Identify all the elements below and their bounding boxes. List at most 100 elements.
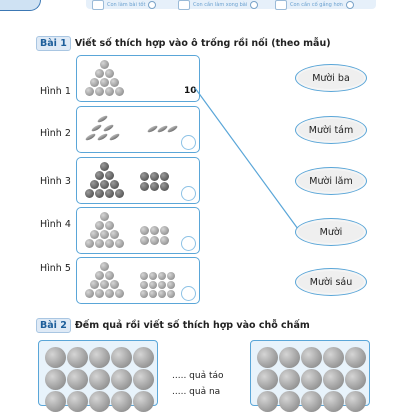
apple-icon <box>45 369 66 390</box>
apple-icon <box>133 347 154 368</box>
word-oval-5[interactable]: Mười sáu <box>295 268 367 296</box>
fruit-icon <box>149 272 157 280</box>
fruit-icon <box>110 230 119 239</box>
answer-circle-2[interactable] <box>181 135 196 150</box>
apple-icon <box>111 391 132 412</box>
thumb-icon <box>92 0 104 10</box>
apple-icon <box>111 369 132 390</box>
fruit-icon <box>85 289 94 298</box>
fruit-icon <box>115 239 124 248</box>
word-oval-3[interactable]: Mười lăm <box>295 167 367 195</box>
fruit-icon <box>105 87 114 96</box>
fruit-icon <box>150 182 159 191</box>
fruit-icon <box>100 230 109 239</box>
fruit-icon <box>95 271 104 280</box>
eval-label: Con cần cố gắng hơn <box>290 1 343 8</box>
fruit-icon <box>90 180 99 189</box>
answer-circle-3[interactable] <box>181 186 196 201</box>
fruit-icon <box>95 289 104 298</box>
custard-apple-icon <box>257 369 278 390</box>
custard-apple-icon <box>323 391 344 412</box>
fruit-icon <box>160 226 169 235</box>
apple-icon <box>89 369 110 390</box>
fruit-icon <box>90 230 99 239</box>
fruit-icon <box>150 226 159 235</box>
eval-checkbox[interactable] <box>148 0 157 9</box>
fruit-icon <box>95 87 104 96</box>
fruit-icon <box>140 172 149 181</box>
row-label-5: Hình 5 <box>40 263 71 274</box>
fruit-icon <box>150 172 159 181</box>
fruit-icon <box>167 272 175 280</box>
custard-apple-icon <box>279 369 300 390</box>
fruit-group <box>85 162 193 200</box>
match-line <box>194 87 299 230</box>
fruit-icon <box>160 172 169 181</box>
custard-apple-icon <box>323 347 344 368</box>
fruit-icon <box>115 87 124 96</box>
row-label-4: Hình 4 <box>40 219 71 230</box>
custard-apple-icon <box>345 369 366 390</box>
picture-box-4 <box>76 207 200 254</box>
picture-box-3 <box>76 157 200 204</box>
fruit-icon <box>100 162 109 171</box>
eval-checkbox[interactable] <box>250 0 259 9</box>
custard-count-line[interactable]: ..... quả na <box>172 387 221 397</box>
apple-icon <box>133 369 154 390</box>
fruit-icon <box>140 236 149 245</box>
fruit-icon <box>140 226 149 235</box>
apple-icon <box>133 391 154 412</box>
custard-apple-icon <box>301 369 322 390</box>
custard-apple-panel <box>250 340 370 412</box>
book-icon <box>275 0 287 10</box>
exercise2-header: Bài 2 Đếm quả rồi viết số thích hợp vào … <box>36 318 310 333</box>
fruit-icon <box>95 221 104 230</box>
fruit-icon <box>95 171 104 180</box>
custard-apple-icon <box>279 347 300 368</box>
exercise2-tag: Bài 2 <box>36 318 71 333</box>
exercise1-instruction: Viết số thích hợp vào ô trống rồi nối (t… <box>74 38 331 49</box>
eval-label: Con làm bài tốt <box>107 1 146 8</box>
picture-box-1: 10 <box>76 55 200 102</box>
fruit-icon <box>85 239 94 248</box>
custard-apple-grid <box>255 345 366 412</box>
eval-item-good: Con làm bài tốt <box>92 0 157 10</box>
answer-circle-5[interactable] <box>181 286 196 301</box>
fruit-icon <box>115 289 124 298</box>
fruit-icon <box>100 262 109 271</box>
apple-icon <box>89 347 110 368</box>
word-oval-4[interactable]: Mười <box>295 218 367 246</box>
fruit-icon <box>167 290 175 298</box>
fruit-icon <box>100 60 109 69</box>
custard-apple-icon <box>301 391 322 412</box>
fruit-icon <box>95 69 104 78</box>
apple-icon <box>45 347 66 368</box>
eval-item-try: Con cần cố gắng hơn <box>275 0 354 10</box>
custard-apple-icon <box>345 391 366 412</box>
fruit-icon <box>110 78 119 87</box>
answer-box-1[interactable]: 10 <box>184 86 197 96</box>
apple-count-line[interactable]: ..... quả táo <box>172 371 224 381</box>
apple-icon <box>89 391 110 412</box>
custard-apple-icon <box>301 347 322 368</box>
fruit-icon <box>105 171 114 180</box>
answer-circle-4[interactable] <box>181 236 196 251</box>
row-label-1: Hình 1 <box>40 86 71 97</box>
word-oval-1[interactable]: Mười ba <box>295 64 367 92</box>
eval-checkbox[interactable] <box>345 0 354 9</box>
apple-icon <box>67 347 88 368</box>
fruit-icon <box>95 189 104 198</box>
word-oval-2[interactable]: Mười tám <box>295 116 367 144</box>
fruit-icon <box>105 221 114 230</box>
fruit-icon <box>95 239 104 248</box>
fruit-icon <box>140 182 149 191</box>
row-label-3: Hình 3 <box>40 176 71 187</box>
apple-icon <box>111 347 132 368</box>
apple-icon <box>45 391 66 412</box>
fruit-icon <box>110 280 119 289</box>
fruit-icon <box>105 271 114 280</box>
fruit-icon <box>90 78 99 87</box>
fruit-group <box>85 262 193 300</box>
custard-apple-icon <box>257 347 278 368</box>
exercise1-header: Bài 1 Viết số thích hợp vào ô trống rồi … <box>36 36 331 51</box>
